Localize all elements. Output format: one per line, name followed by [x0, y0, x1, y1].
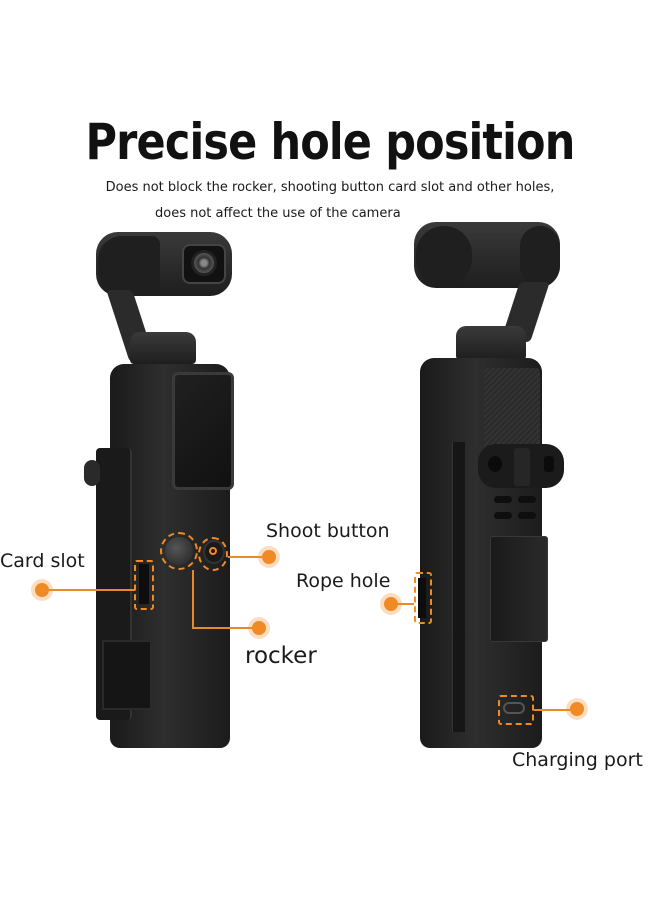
mount-hole-right: [544, 456, 554, 472]
charging-port-label: Charging port: [512, 749, 643, 771]
shoot-button-label: Shoot button: [266, 520, 390, 542]
rope-hole-highlight: [414, 572, 432, 624]
shoot-button-highlight: [198, 537, 228, 571]
rope-hole-marker: [384, 597, 398, 611]
vent-4: [518, 512, 536, 519]
gimbal-motor-right-a: [416, 226, 472, 286]
rope-hole-label: Rope hole: [296, 570, 391, 592]
card-slot-label: Card slot: [0, 550, 85, 572]
subtitle-line-2: does not affect the use of the camera: [155, 206, 401, 221]
usb-c-port: [503, 702, 525, 714]
rope-hole-leader-line: [398, 603, 414, 605]
card-slot-opening: [139, 564, 149, 604]
rocker-marker: [252, 621, 266, 635]
shoot-button-marker: [262, 550, 276, 564]
rocker-highlight: [160, 532, 198, 570]
card-slot-marker: [35, 583, 49, 597]
card-slot-highlight: [134, 560, 154, 610]
charging-port-marker: [570, 702, 584, 716]
gimbal-motor-left: [98, 236, 160, 294]
gimbal-motor-right-b: [520, 226, 560, 286]
lens-icon: [191, 250, 217, 276]
card-slot-leader-line: [49, 589, 135, 591]
mount-knob-left: [84, 460, 100, 486]
charging-port-highlight: [498, 695, 534, 725]
touch-screen: [172, 372, 234, 490]
page-title: Precise hole position: [85, 113, 576, 171]
mount-hinge: [514, 448, 530, 486]
rope-hole-opening: [418, 578, 426, 618]
vent-1: [494, 496, 512, 503]
rocker-leader-line-horizontal: [192, 627, 252, 629]
gimbal-neck-right: [456, 326, 526, 360]
rocker-leader-line-vertical: [192, 570, 194, 628]
bottom-bracket-left: [102, 640, 152, 710]
lens-frame: [182, 244, 226, 284]
vent-2: [518, 496, 536, 503]
shoot-button-leader-line: [228, 556, 262, 558]
charging-port-leader-line: [534, 709, 570, 711]
gimbal-neck-left: [130, 332, 196, 364]
back-flap: [490, 536, 548, 642]
subtitle-line-1: Does not block the rocker, shooting butt…: [105, 180, 555, 195]
vent-3: [494, 512, 512, 519]
side-rail: [452, 442, 465, 732]
mount-hole-left: [488, 456, 502, 472]
rocker-label: rocker: [245, 643, 317, 669]
